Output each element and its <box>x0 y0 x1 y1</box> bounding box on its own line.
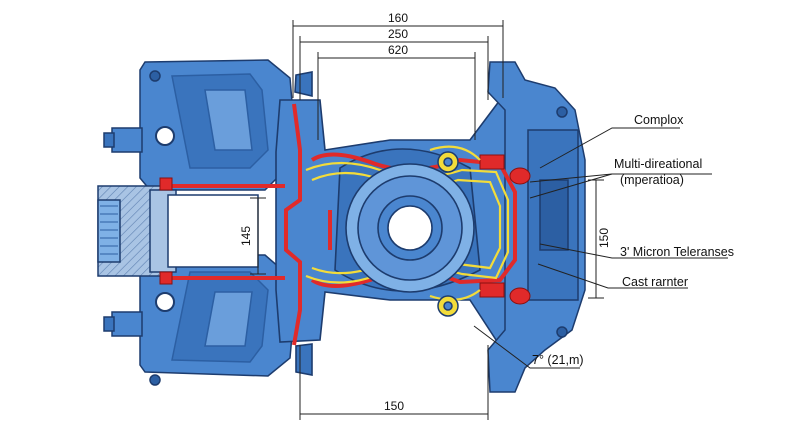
callout-leaders <box>473 127 728 369</box>
red-seal-blocks <box>159 154 531 305</box>
callout-multi-line2: (mperatioa) <box>620 173 684 187</box>
central-rotor <box>345 163 475 293</box>
callout-complox: Complox <box>634 113 684 127</box>
callout-micron: 3' Micron Teleranses <box>620 245 734 259</box>
callout-angle: 7° (21,m) <box>532 353 584 367</box>
dimension-lines <box>250 20 604 420</box>
callout-cast: Cast rarnter <box>622 275 688 289</box>
left-housing <box>103 59 297 386</box>
bearing-circles <box>437 151 459 317</box>
dim-left-vertical: 145 <box>239 226 253 246</box>
dim-right-vertical: 150 <box>597 228 611 248</box>
dim-bottom: 150 <box>384 399 404 413</box>
dim-top-inner: 620 <box>388 43 408 57</box>
callout-multi-line1: Multi-direational <box>614 157 702 171</box>
red-seal-rings <box>165 103 517 346</box>
right-housing <box>487 61 586 393</box>
dim-top-outer: 160 <box>388 11 408 25</box>
left-shaft-hub <box>97 185 259 277</box>
dim-top-middle: 250 <box>388 27 408 41</box>
